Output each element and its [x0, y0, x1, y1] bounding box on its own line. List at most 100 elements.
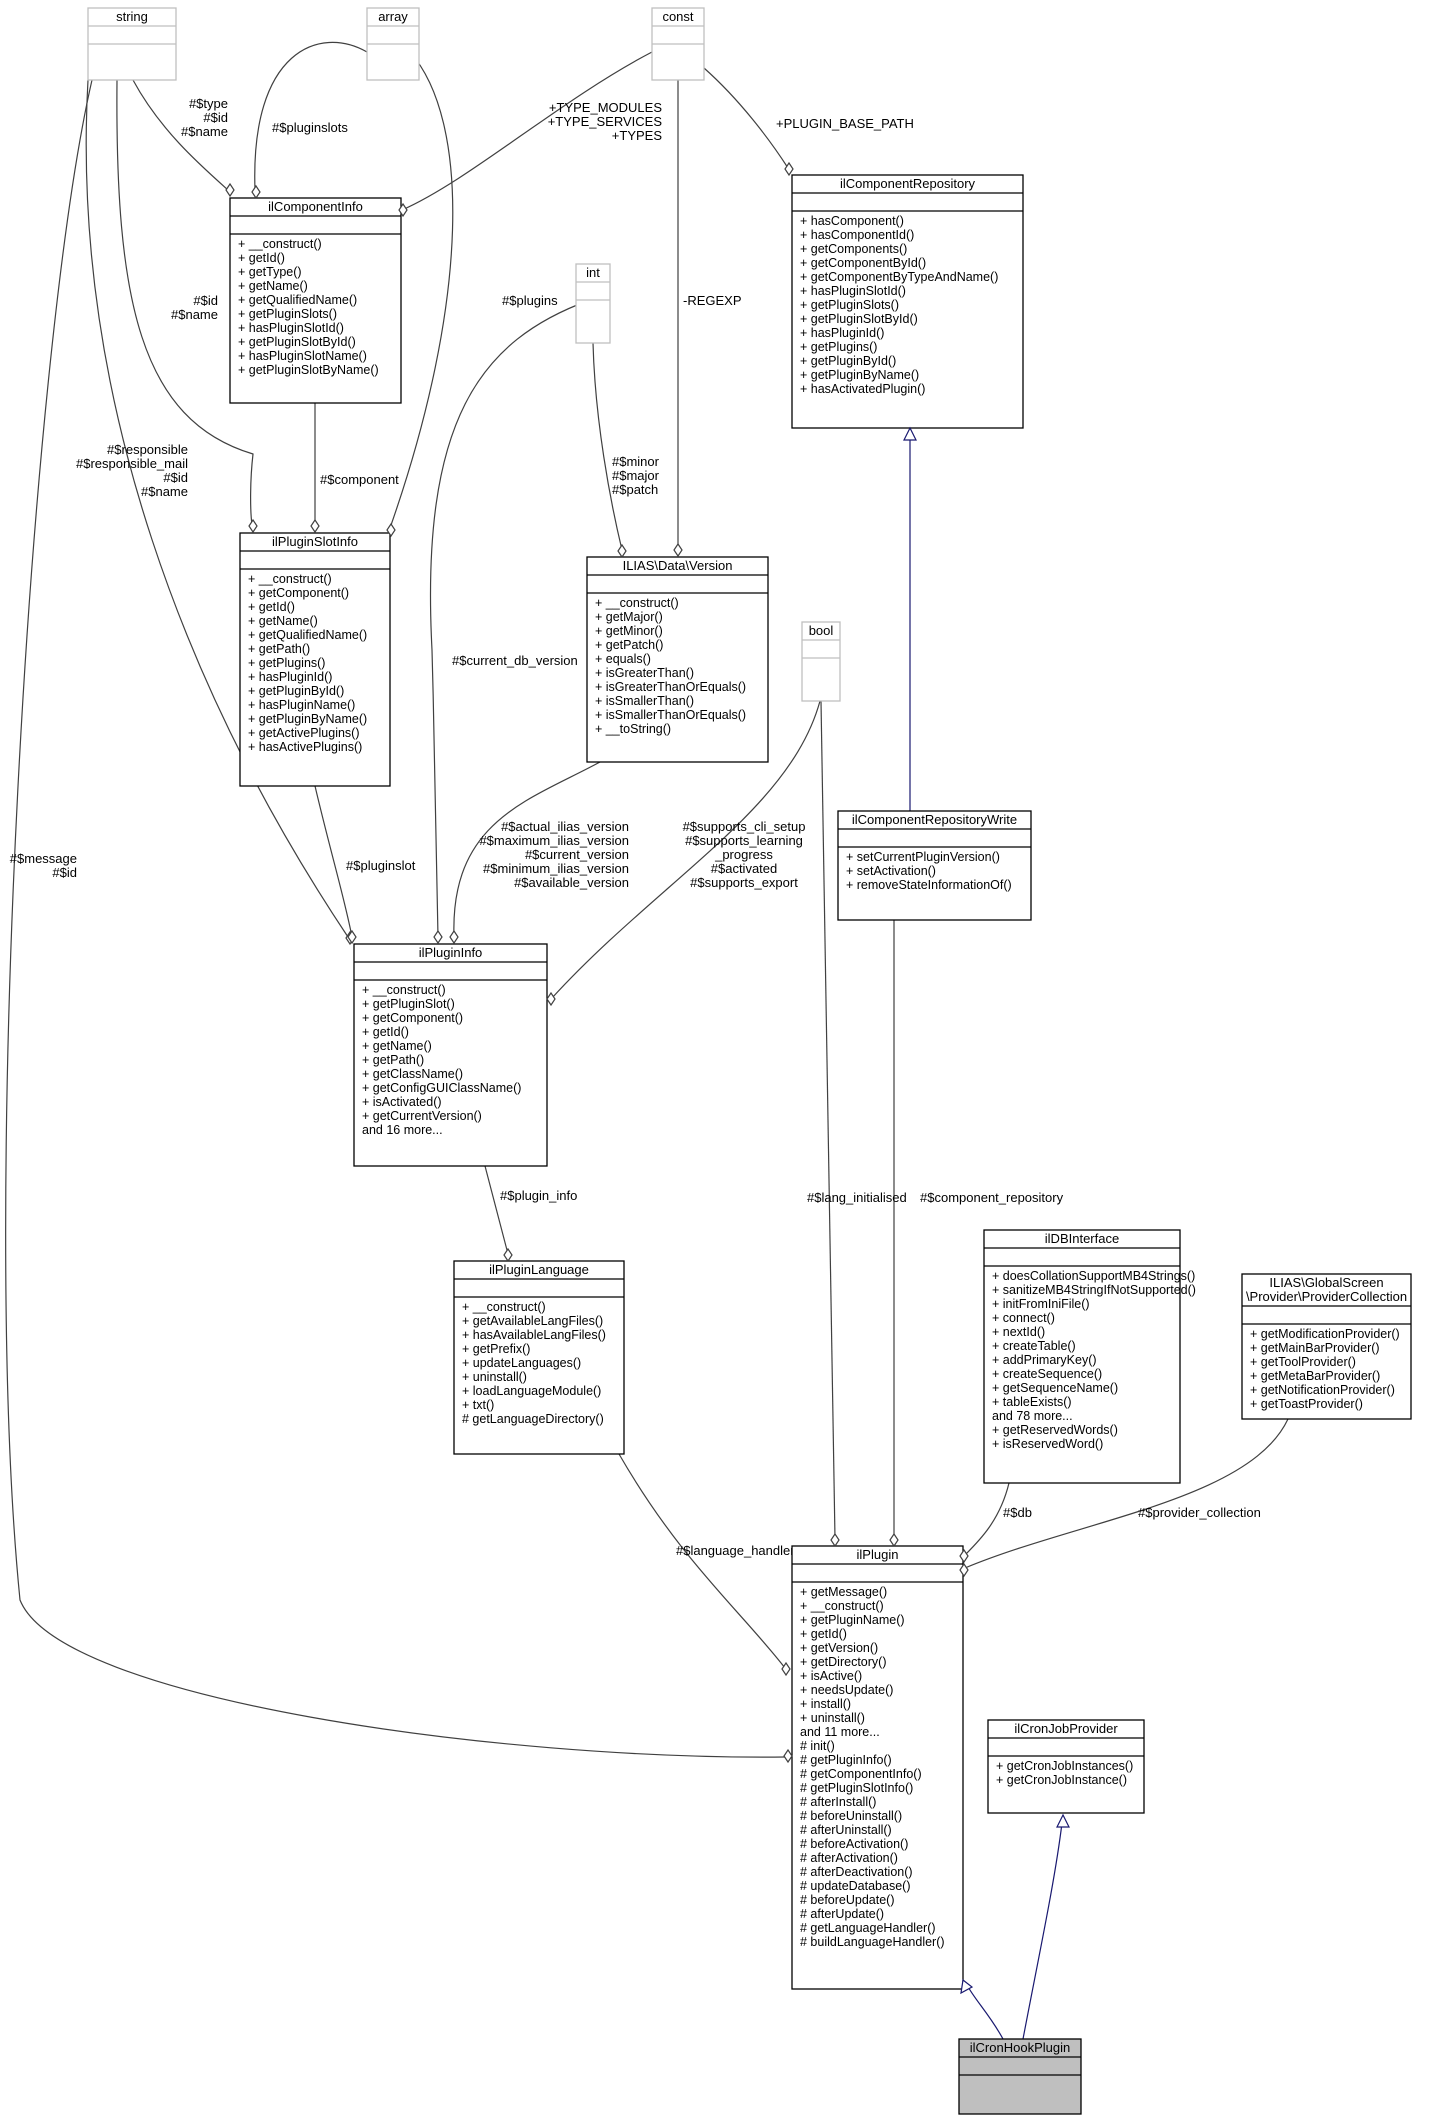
class-box-string[interactable]: string — [87, 7, 177, 81]
class-box-frame — [987, 1719, 1145, 1814]
class-member: + removeStateInformationOf() — [846, 878, 1012, 892]
edge-label-int_plugininfo: #$current_db_version — [452, 653, 578, 668]
edge-label-line: #$minimum_ilias_version — [483, 861, 629, 876]
association-edge-string_plugininfo — [85, 79, 349, 938]
edge-label-line: #$responsible_mail — [76, 456, 188, 471]
class-box-ilcronhookplugin[interactable]: ilCronHookPlugin — [958, 2038, 1082, 2115]
class-member: + tableExists() — [992, 1395, 1072, 1409]
class-member: # beforeUninstall() — [800, 1809, 902, 1823]
edge-label-line: #$pluginslots — [272, 120, 348, 135]
class-box-const[interactable]: const — [651, 7, 705, 81]
class-member: + getPath() — [248, 642, 310, 656]
edge-label-line: #$db — [1003, 1505, 1032, 1520]
class-box-version[interactable]: ILIAS\Data\Version+ __construct()+ getMa… — [586, 556, 769, 763]
class-box-int[interactable]: int — [575, 263, 611, 344]
class-member: + getComponentById() — [800, 256, 926, 270]
class-member: and 78 more... — [992, 1409, 1073, 1423]
class-member: + getMajor() — [595, 610, 663, 624]
class-box-bool[interactable]: bool — [801, 621, 841, 702]
class-box-ildbinterface[interactable]: ilDBInterface+ doesCollationSupportMB4St… — [983, 1229, 1196, 1484]
class-member: + getComponents() — [800, 242, 907, 256]
class-member: + getId() — [362, 1025, 409, 1039]
class-member: + getCronJobInstances() — [996, 1759, 1133, 1773]
class-box-ilcronjobprovider[interactable]: ilCronJobProvider+ getCronJobInstances()… — [987, 1719, 1145, 1814]
class-name: ilPluginInfo — [419, 945, 483, 960]
class-name: ilComponentRepository — [840, 176, 976, 191]
class-member: + getId() — [238, 251, 285, 265]
class-member: + getPatch() — [595, 638, 663, 652]
association-edge-language_plugin — [618, 1453, 786, 1669]
edge-label-line: #$name — [171, 307, 218, 322]
class-member: + txt() — [462, 1398, 494, 1412]
class-member: + updateLanguages() — [462, 1356, 581, 1370]
class-member: + getName() — [362, 1039, 432, 1053]
aggregation-diamond — [959, 1548, 969, 1564]
class-member: + hasAvailableLangFiles() — [462, 1328, 606, 1342]
edge-label-bool_plugininfo: #$supports_cli_setup#$supports_learning_… — [683, 819, 806, 890]
class-box-ilcomponentrepository[interactable]: ilComponentRepository+ hasComponent()+ h… — [791, 174, 1024, 429]
class-member: # afterUninstall() — [800, 1823, 892, 1837]
edge-label-line: #$plugin_info — [500, 1188, 577, 1203]
association-edge-array_componentinfo — [254, 41, 368, 191]
class-member: + getMainBarProvider() — [1250, 1341, 1380, 1355]
edge-label-line: #$maximum_ilias_version — [479, 833, 629, 848]
class-member: + hasPluginName() — [248, 698, 355, 712]
class-member: + getToolProvider() — [1250, 1355, 1356, 1369]
edge-label-string_plugin: #$message#$id — [10, 851, 77, 880]
edge-label-line: #$id — [52, 865, 77, 880]
class-box-array[interactable]: array — [366, 7, 420, 81]
inheritance-edge — [966, 1984, 1004, 2040]
class-member: # updateDatabase() — [800, 1879, 911, 1893]
aggregation-diamond — [617, 543, 627, 559]
edge-label-provider_plugin: #$provider_collection — [1138, 1505, 1261, 1520]
class-name: ilPluginLanguage — [489, 1262, 589, 1277]
edge-label-line: #$name — [181, 124, 228, 139]
class-member: # init() — [800, 1739, 835, 1753]
edge-label-array_componentinfo: #$pluginslots — [272, 120, 348, 135]
association-edge-version_plugininfo — [453, 761, 601, 938]
class-member: + isActive() — [800, 1669, 862, 1683]
class-name: const — [662, 9, 693, 24]
edge-label-line: #$provider_collection — [1138, 1505, 1261, 1520]
class-member: + hasPluginId() — [800, 326, 884, 340]
aggregation-diamond — [673, 542, 683, 558]
class-box-ilcomponentrepositorywrite[interactable]: ilComponentRepositoryWrite + setCurrentPl… — [837, 810, 1032, 921]
class-member: + hasPluginSlotName() — [238, 349, 367, 363]
class-member: + loadLanguageModule() — [462, 1384, 601, 1398]
association-edge-bool_plugin — [820, 700, 836, 1540]
edge-label-line: #$supports_export — [690, 875, 798, 890]
edge-label-int_version: #$minor#$major#$patch — [612, 454, 660, 497]
association-edge-int_plugininfo — [429, 299, 591, 938]
edge-label-line: #$pluginslot — [346, 858, 416, 873]
class-box-ilplugin[interactable]: ilPlugin+ getMessage()+ __construct()+ g… — [791, 1545, 964, 1990]
class-member: + isGreaterThanOrEquals() — [595, 680, 746, 694]
class-member: + getPluginSlots() — [238, 307, 337, 321]
class-box-ilplugininfo[interactable]: ilPluginInfo+ __construct()+ getPluginSl… — [353, 943, 548, 1167]
class-box-providercollection[interactable]: ILIAS\GlobalScreen\Provider\ProviderColl… — [1241, 1273, 1412, 1420]
class-member: + equals() — [595, 652, 651, 666]
class-member: + getReservedWords() — [992, 1423, 1118, 1437]
edge-label-line: #$current_db_version — [452, 653, 578, 668]
class-member: + getAvailableLangFiles() — [462, 1314, 603, 1328]
class-box-frame — [586, 556, 769, 763]
edge-label-line: #$supports_learning — [685, 833, 803, 848]
class-member: + getId() — [248, 600, 295, 614]
edge-label-db_plugin: #$db — [1003, 1505, 1032, 1520]
edge-label-line: #$component — [320, 472, 399, 487]
class-name: ilComponentRepositoryWrite — [852, 812, 1017, 827]
class-member: + connect() — [992, 1311, 1055, 1325]
class-box-ilcomponentinfo[interactable]: ilComponentInfo+ __construct()+ getId()+… — [229, 197, 402, 404]
class-box-ilpluginslotinfo[interactable]: ilPluginSlotInfo+ __construct()+ getComp… — [239, 532, 391, 787]
association-edge-db_plugin — [964, 1482, 1010, 1556]
aggregation-diamond — [784, 161, 794, 177]
class-member: + getClassName() — [362, 1067, 463, 1081]
association-edge-plugininfo_language — [484, 1165, 509, 1255]
class-member: + nextId() — [992, 1325, 1045, 1339]
class-member: + setCurrentPluginVersion() — [846, 850, 1000, 864]
edge-label-language_plugin: #$language_handler — [676, 1543, 795, 1558]
association-edge-array_slotinfo — [389, 51, 454, 529]
class-name: int — [586, 265, 600, 280]
class-member: # getPluginSlotInfo() — [800, 1781, 913, 1795]
class-member: + getMetaBarProvider() — [1250, 1369, 1380, 1383]
class-box-ilpluginlanguage[interactable]: ilPluginLanguage+ __construct()+ getAvai… — [453, 1260, 625, 1455]
